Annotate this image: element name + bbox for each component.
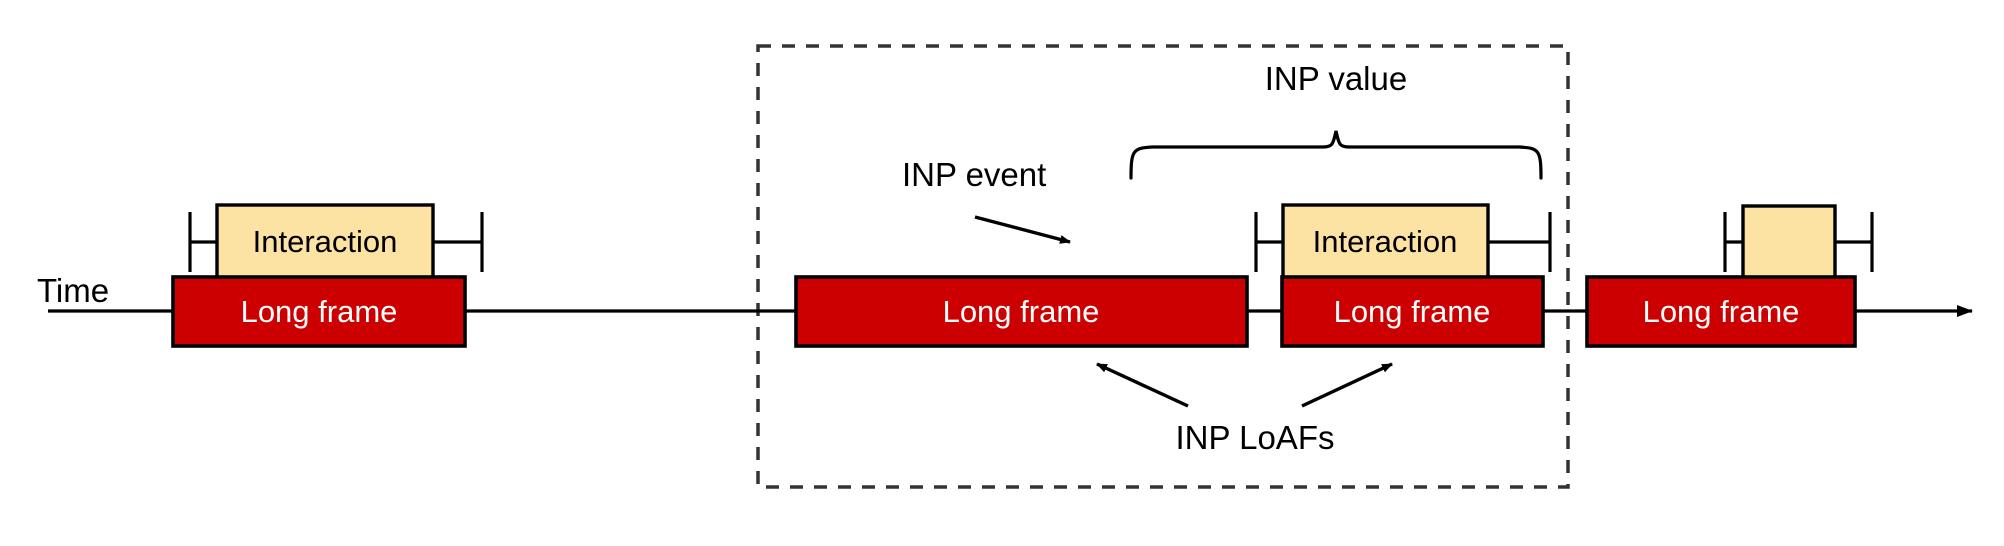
interaction-box-2 xyxy=(1281,203,1490,280)
inp-event-label: INP event xyxy=(902,156,1046,193)
inp-loafs-arrow-left xyxy=(1096,362,1189,408)
inp-highlight-dashed-box xyxy=(756,44,1570,489)
long-frame-box-4 xyxy=(1585,275,1857,348)
long-frame-box-1 xyxy=(171,275,467,348)
long-frame-box-2-label: Long frame xyxy=(943,294,1100,329)
inp-event-arrow xyxy=(974,215,1071,244)
long-frame-box-3 xyxy=(1280,275,1545,348)
inp-value-label: INP value xyxy=(1265,60,1407,97)
long-frame-box-1-label: Long frame xyxy=(241,294,398,329)
interaction-box-1-label: Interaction xyxy=(253,224,398,259)
inp-value-brace xyxy=(1129,130,1543,180)
inp-loafs-arrow-right xyxy=(1301,362,1393,408)
time-axis-label: Time xyxy=(37,272,109,309)
interaction-box-3 xyxy=(1741,204,1837,280)
long-frame-box-3-label: Long frame xyxy=(1334,294,1491,329)
long-frame-box-4-label: Long frame xyxy=(1643,294,1800,329)
long-frame-box-2 xyxy=(794,275,1249,348)
interaction-box-2-label: Interaction xyxy=(1313,224,1458,259)
inp-loafs-label: INP LoAFs xyxy=(1176,419,1335,456)
